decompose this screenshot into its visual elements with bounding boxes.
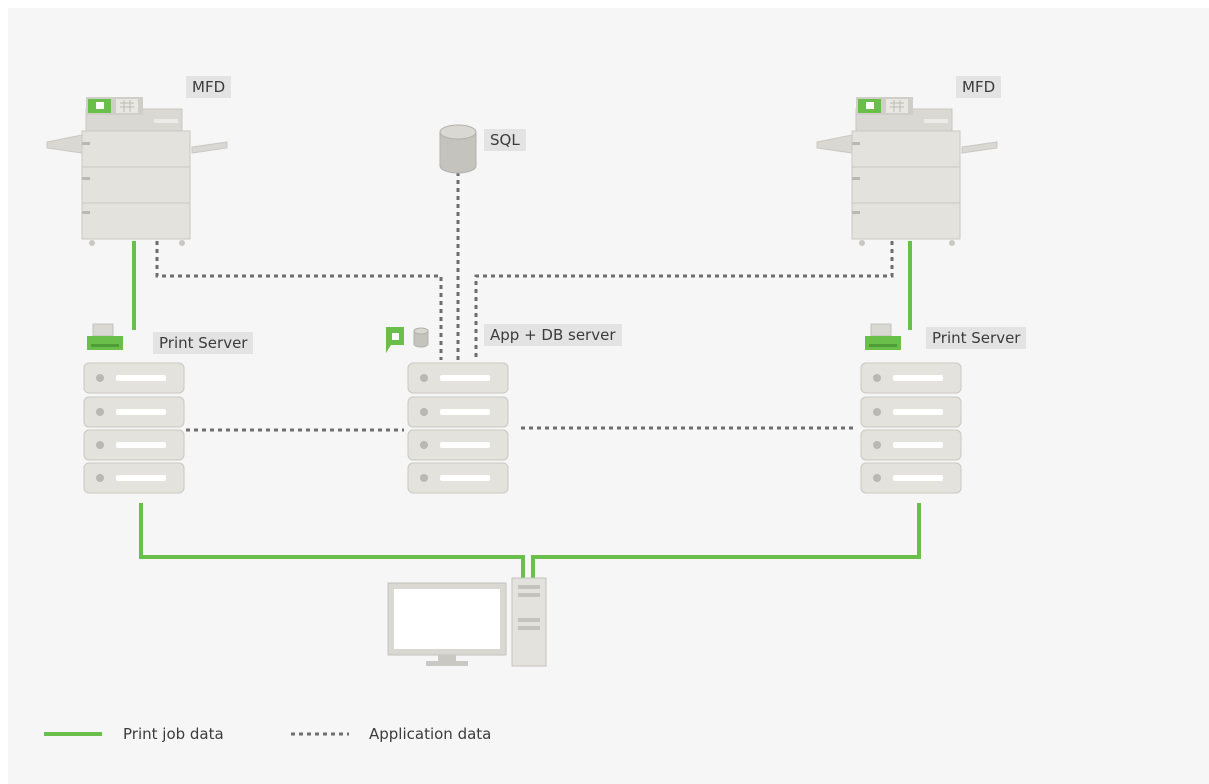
legend-print-job-label: Print job data — [123, 725, 224, 743]
print-server-left-label: Print Server — [153, 332, 254, 354]
mfd-printer-icon[interactable] — [816, 96, 998, 247]
mfd-left-label: MFD — [186, 76, 232, 98]
print-job-data-links — [44, 241, 921, 736]
print-server-right-label: Print Server — [926, 327, 1027, 349]
sql-label: SQL — [484, 129, 526, 151]
server-rack-icon[interactable] — [83, 362, 185, 494]
mfd-printer-icon[interactable] — [46, 96, 228, 247]
server-rack-icon[interactable] — [407, 362, 509, 494]
database-icon — [439, 124, 477, 174]
print-link-right-server-to-workstation — [531, 503, 921, 578]
legend-application-label: Application data — [369, 725, 492, 743]
printer-queue-icon — [87, 323, 123, 350]
papercut-logo-icon — [386, 327, 404, 353]
database-icon — [413, 327, 429, 348]
diagram-panel — [8, 8, 1209, 784]
server-rack-icon[interactable] — [860, 362, 962, 494]
app-link-right-mfd-to-app-server — [474, 241, 894, 360]
desktop-computer-icon[interactable] — [387, 577, 547, 667]
printer-queue-icon — [865, 323, 901, 350]
application-data-links — [155, 172, 894, 736]
app-link-left-mfd-to-app-server — [155, 241, 443, 360]
app-db-server-label: App + DB server — [484, 324, 622, 346]
mfd-right-label: MFD — [956, 76, 1002, 98]
print-link-left-server-to-workstation — [139, 503, 525, 578]
